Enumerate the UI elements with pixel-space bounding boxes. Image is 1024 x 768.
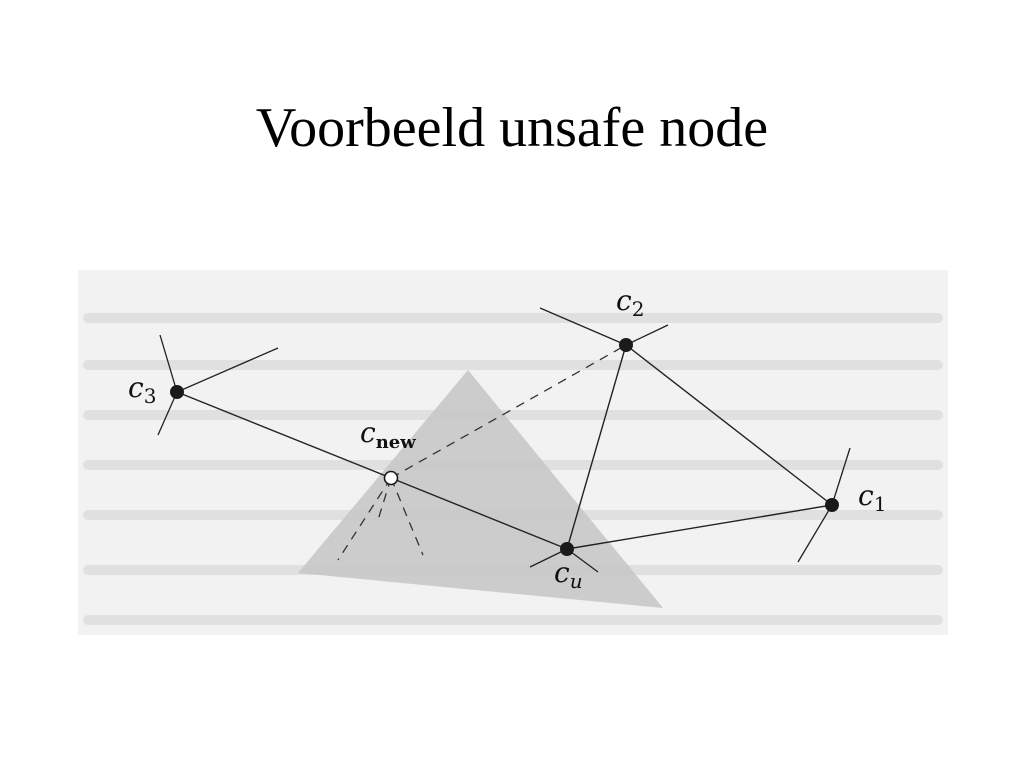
node-cu xyxy=(560,542,574,556)
edge-cnew-down-center-dashed xyxy=(377,477,392,521)
label-cu: cu xyxy=(554,556,583,593)
edge-cnew-down-left-dashed xyxy=(337,477,392,561)
edge-c2-c1 xyxy=(625,344,833,506)
label-c3: c3 xyxy=(128,371,156,408)
edge-cnew-cu xyxy=(390,477,568,550)
edge-cnew-c2-dashed xyxy=(390,344,627,479)
label-c1: c1 xyxy=(858,479,886,516)
diagram-canvas: c3 c2 c1 cu cnew xyxy=(83,284,943,625)
label-cnew: cnew xyxy=(360,416,416,453)
edge-c3-cnew xyxy=(176,391,392,479)
node-cnew xyxy=(383,470,399,486)
edge-cu-c1 xyxy=(566,504,833,550)
diagram-figure: c3 c2 c1 cu cnew xyxy=(78,270,948,635)
solid-edges xyxy=(176,344,833,550)
node-c1 xyxy=(825,498,839,512)
slide-title: Voorbeeld unsafe node xyxy=(255,97,769,159)
edge-cu-c2 xyxy=(566,344,627,550)
dashed-edges xyxy=(337,344,627,561)
node-c3 xyxy=(170,385,184,399)
node-c2 xyxy=(619,338,633,352)
edge-cnew-down-right-dashed xyxy=(390,477,424,556)
label-c2: c2 xyxy=(616,284,644,321)
